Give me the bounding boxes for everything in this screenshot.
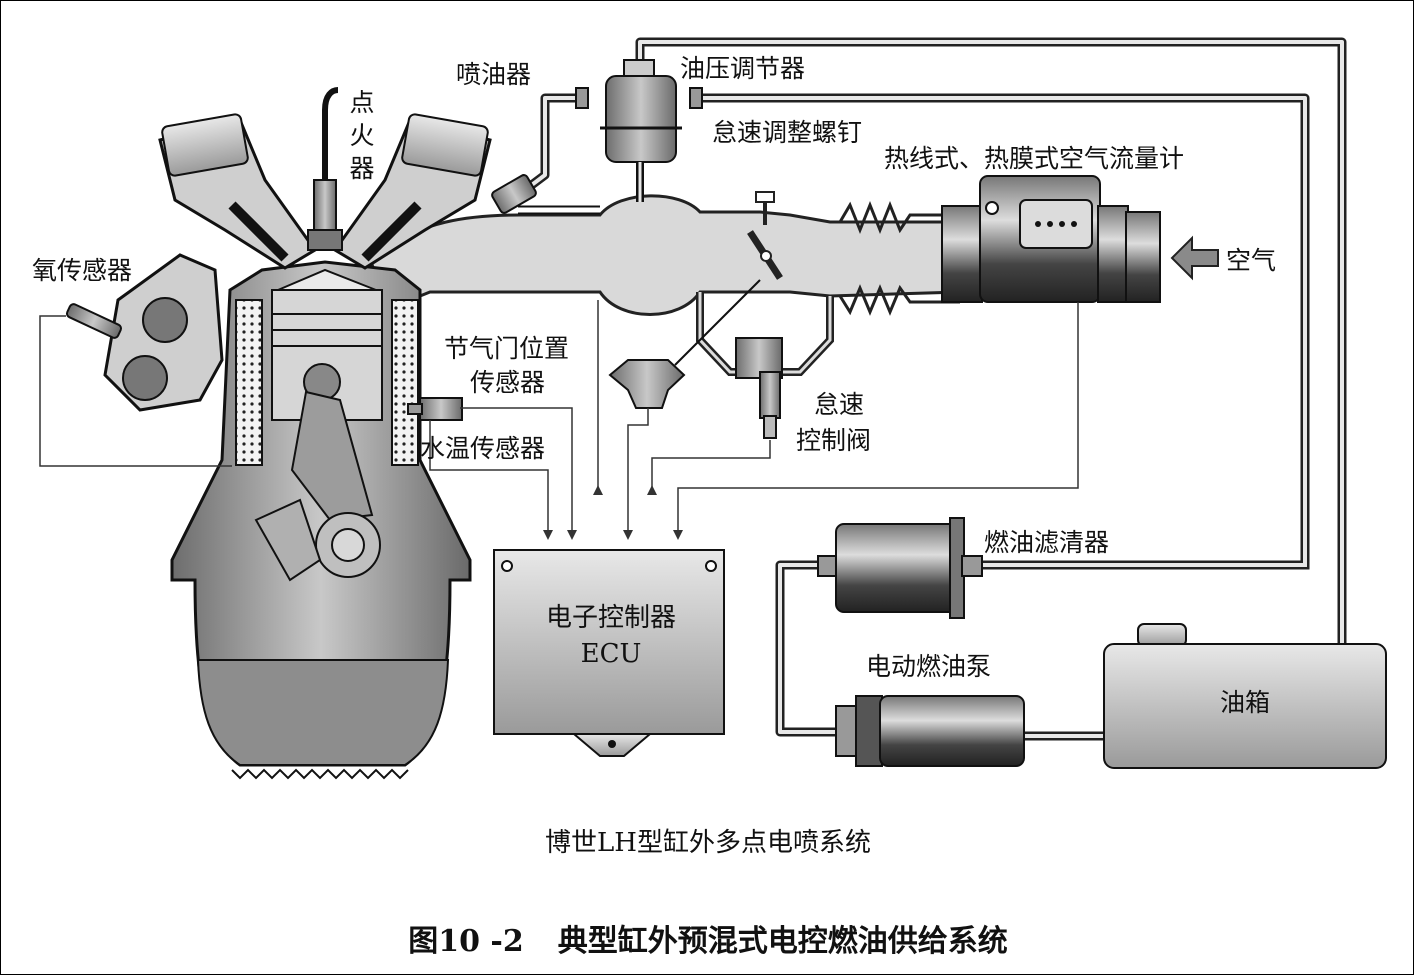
label-idle-valve-line1: 怠速 <box>814 390 865 419</box>
engine-block <box>170 260 472 780</box>
fuel-pressure-regulator <box>575 59 703 202</box>
label-electric-fuel-pump: 电动燃油泵 <box>866 652 992 681</box>
label-fuel-filter: 燃油滤清器 <box>984 528 1110 557</box>
signal-wires <box>39 300 1079 535</box>
figure-caption: 图10 -2 典型缸外预混式电控燃油供给系统 <box>0 916 1416 960</box>
label-spark-plug: 点火器 <box>349 88 375 183</box>
ecu-unit <box>493 549 725 757</box>
label-fuel-tank: 油箱 <box>1220 688 1271 717</box>
ecu-label-line2: ECU <box>580 639 642 669</box>
label-fuel-pressure-regulator: 油压调节器 <box>680 54 806 83</box>
cylinder-heads <box>158 113 492 270</box>
ecu-label-line1: 电子控制器 <box>545 603 676 633</box>
idle-control-valve <box>735 337 783 439</box>
fuel-tank <box>1103 623 1387 769</box>
label-air: 空气 <box>1226 246 1277 275</box>
throttle-position-sensor <box>608 279 761 409</box>
exhaust-manifold <box>65 253 224 412</box>
label-throttle-sensor-line2: 传感器 <box>470 368 546 397</box>
label-oxygen-sensor: 氧传感器 <box>32 256 133 285</box>
label-idle-valve-line2: 控制阀 <box>796 426 872 455</box>
label-throttle-sensor-line1: 节气门位置 <box>444 334 570 363</box>
water-temp-sensor <box>407 397 463 421</box>
fuel-filter <box>817 517 983 619</box>
label-air-flow-meter: 热线式、热膜式空气流量计 <box>884 144 1185 173</box>
label-idle-adjust-screw: 怠速调整螺钉 <box>712 118 863 147</box>
air-flow-meter <box>941 175 1161 303</box>
label-water-temp-sensor: 水温传感器 <box>420 434 546 463</box>
electric-fuel-pump <box>835 695 1025 767</box>
label-injector: 喷油器 <box>456 60 532 89</box>
air-inflow-arrow <box>1170 235 1219 281</box>
intake-manifold <box>368 191 962 376</box>
figure-number: 图10 -2 <box>408 924 524 959</box>
ecu-label: 电子控制器 ECU <box>498 600 724 672</box>
diagram-subtitle: 博世LH型缸外多点电喷系统 <box>545 828 871 858</box>
spark-plug <box>307 87 343 251</box>
figure-title: 典型缸外预混式电控燃油供给系统 <box>557 924 1008 959</box>
fuel-injector <box>491 174 600 215</box>
